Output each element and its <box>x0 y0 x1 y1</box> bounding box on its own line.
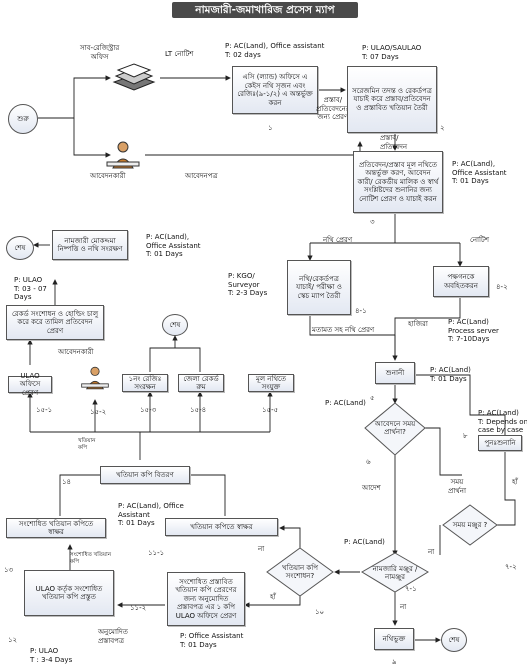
process-2-box: সরেজমিন তদন্ত ও রেকর্ডপত্র যাচাই করে প্র… <box>347 66 437 133</box>
start-node: শুরু <box>8 104 38 134</box>
send-label: প্রস্তাব/ প্রতিবেদনের জন্য প্রেরণ <box>316 96 350 121</box>
p71-num: ৭-১ <box>405 585 417 593</box>
p151-num: ১৫-১ <box>36 406 53 414</box>
order-label: আদেশ <box>362 484 381 492</box>
document-tray-icon <box>110 62 158 94</box>
process-4-2-box: পক্ষগনকে অবহিতকরন <box>433 266 489 297</box>
application-label: আবেদনপত্র <box>185 172 218 180</box>
p71-info: P: AC(Land) <box>344 538 385 546</box>
applicant-person-icon <box>105 140 141 170</box>
end-node-3: শেষ <box>6 236 34 260</box>
end-node-1: শেষ <box>441 628 467 652</box>
p3-info: P: AC(Land), Office Assistant T: 01 Days <box>452 160 507 185</box>
p41-info: P: KGO/ Surveyor T: 2-3 Days <box>228 272 268 297</box>
p152-num: ১৫-২ <box>90 408 107 416</box>
process-15-4-box: জেলা রেকর্ড রুম <box>178 374 224 392</box>
process-14-box: খতিয়ান কপি বিতরণ <box>100 466 190 484</box>
no-label-3: না <box>258 545 265 553</box>
p42-info: P: AC(Land) Process server T: 7-10Days <box>448 318 499 343</box>
process-11-1-box: খতিয়ান কপিতে স্বাক্ষর <box>165 518 278 536</box>
opinion-send-label: মতামত সহ নথি প্রেরণ <box>312 326 375 334</box>
time-request-label: সময় প্রার্থনা <box>448 478 466 495</box>
p112-num: ১১-২ <box>130 604 147 612</box>
applicant-label-2: আবেদনকারী <box>58 348 94 356</box>
process-3-box: প্রতিবেদন/প্রস্তাব মূল নথিতে অন্তর্ভুক্ত… <box>353 151 443 213</box>
hearing-info: P: AC(Land) T: 01 Days <box>430 366 471 383</box>
no-label-2: না <box>400 603 407 611</box>
p41-num: ৪-১ <box>355 307 367 315</box>
p9-num: ৯ <box>392 658 397 666</box>
process-15-3-box: ১নং রেজিঃ সংরক্ষন <box>122 374 168 392</box>
hearing-num: ৫ <box>370 394 375 402</box>
p8-num: ৮ <box>463 432 468 440</box>
file-close-box: নথিভুক্ত <box>374 628 414 650</box>
process-8-box: পুনঃশুনানি <box>478 435 522 451</box>
decision-6: আবেদনে সময় প্রার্থনা? <box>374 419 416 437</box>
end-node-2: শেষ <box>162 314 188 336</box>
p2-num: ২ <box>440 124 445 132</box>
notice-label: নোটিশ <box>470 236 490 244</box>
sub-registry-label: সাব-রেজিস্ট্রার অফিস <box>80 44 120 61</box>
p111-num: ১১-১ <box>148 549 165 557</box>
p8-info: P: AC(Land) T: Depends on case by case <box>478 409 527 434</box>
p72-num: ৭-২ <box>505 563 517 571</box>
p154-num: ১৫-৪ <box>190 406 207 414</box>
applicant-label: আবেদনকারী <box>90 172 126 180</box>
p1-num: ১ <box>268 124 273 132</box>
process-15-1-box: ULAO অফিসে প্রেরণ <box>8 372 52 397</box>
p6-info: P: AC(Land) <box>325 399 366 407</box>
p10-num: ১০ <box>315 608 325 616</box>
decision-10: খতিয়ান কপি সংশোধন? <box>281 563 319 581</box>
revised-copy-label: সংশোধিত খতিয়ান কপি <box>70 552 112 565</box>
p2-info: P: ULAO/SAULAO T: 07 Days <box>362 44 422 61</box>
process-12-box: ULAO কর্তৃক সংশোধিত খতিয়ান কপি প্রস্তুত <box>24 570 114 616</box>
p6-num: ৬ <box>366 458 371 466</box>
attendance-label: হাজিরা <box>408 320 428 328</box>
lt-notice-label: LT নোটিশ <box>165 50 194 58</box>
p13-num: ১৩ <box>4 566 14 574</box>
khatian-copy-label: খতিয়ান কপি <box>78 438 96 451</box>
yes-label-2: হাঁ <box>270 593 276 601</box>
no-label-1: না <box>428 548 435 556</box>
decision-7-2: সময় মঞ্জুর ? <box>452 520 488 529</box>
process-15-5-box: মূল নথিতে সংযুক্ত <box>248 374 294 392</box>
p12-num: ১২ <box>8 636 18 644</box>
p14-num: ১৪ <box>62 478 72 486</box>
p111-info: P: AC(Land), Office Assistant T: 01 Days <box>118 502 184 527</box>
yes-label-1: হাঁ <box>512 478 518 486</box>
namjari-info: P: AC(Land), Office Assistant T: 01 Days <box>146 233 201 258</box>
page-title: নামজারী-জমাখারিজ প্রসেস ম্যাপ <box>172 2 358 18</box>
file-send-label: নথি প্রেরণ <box>323 236 353 244</box>
namjari-box: নামজারী মোকদ্দমা নিষ্পত্তি ও নথি সংরক্ষণ <box>52 230 128 260</box>
applicant-person-icon <box>80 365 110 391</box>
process-4-1-box: নথি/রেকর্ডপত্র যাচাই/ পরীক্ষা ও স্কেচ ম্… <box>287 260 351 315</box>
proposal-label: প্রস্তাব/ প্রতিবেদন <box>380 134 408 151</box>
process-13-box: সংশোধিত খতিয়ান কপিতে স্বাক্ষর <box>6 518 106 538</box>
p3-num: ৩ <box>370 218 375 226</box>
process-1-box: এসি (ল্যান্ড) অফিসে এ কেইস নথি সৃজন এবং … <box>232 66 318 114</box>
approved-label: অনুমোদিত প্রস্তাবপত্র <box>98 628 128 645</box>
p42-num: ৪-২ <box>496 283 508 291</box>
p155-num: ১৫-৫ <box>262 406 279 414</box>
hearing-box: শুনানী <box>375 362 415 384</box>
p153-num: ১৫-৩ <box>140 406 157 414</box>
ulao-info: P: ULAO T: 03 - 07 Days <box>14 276 47 301</box>
p1-info: P: AC(Land), Office assistant T: 02 days <box>225 42 325 59</box>
p112-info: P: Office Assistant T: 01 Days <box>180 632 244 649</box>
decision-7-1: নামজারি মঞ্জুর / নামঞ্জুর <box>372 564 418 582</box>
p12-info: P: ULAO T : 3-4 Days <box>30 647 73 664</box>
process-11-2-box: সংশোধিত প্রস্তাবিত খতিয়ান কপি প্রেরণের … <box>167 572 245 626</box>
record-correction-box: রেকর্ড সংশোধন ও হোল্ডিং চালু করে করে তাম… <box>6 305 104 340</box>
